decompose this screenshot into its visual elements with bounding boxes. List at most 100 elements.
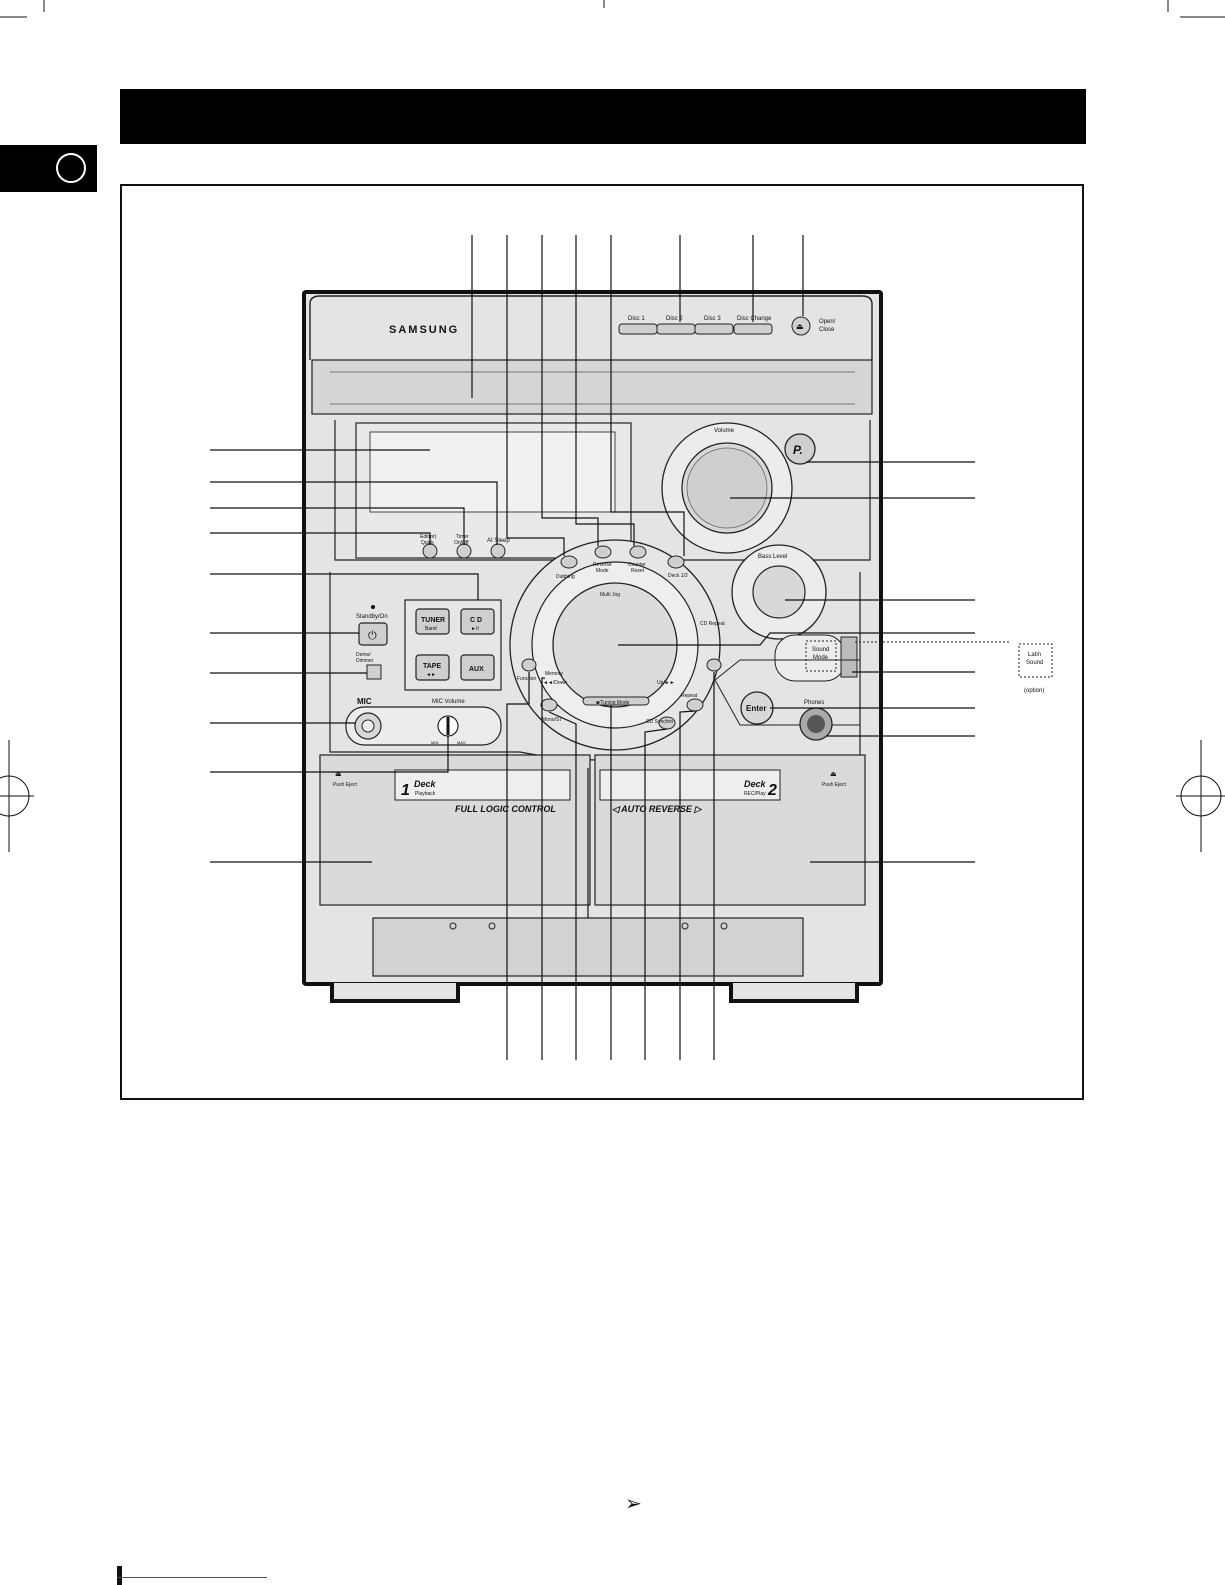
cd-play-label: ►II: [471, 626, 479, 632]
multi-jog-label: Multi Jog: [600, 592, 620, 598]
eject-icon: ⏏: [830, 771, 837, 778]
multi-jog-cluster: Multi Jog Dubbing Reverse Mode Counter R…: [509, 539, 725, 751]
cd-button[interactable]: [460, 608, 495, 635]
counter-reset-label-2: Reset: [631, 568, 645, 574]
bass-level-control: Bass Level: [731, 544, 827, 640]
disc1-label: Disc 1: [628, 316, 645, 322]
cd-repeat-button[interactable]: [706, 658, 722, 672]
language-tab: [0, 145, 97, 192]
left-controls: Standby/On ⏻ Demo/ Dimmer MIC MIC Volume…: [345, 605, 502, 746]
standby-button[interactable]: [358, 622, 388, 646]
enter-label: Enter: [746, 704, 766, 713]
repeat-label: Repeat: [681, 693, 698, 699]
mic-volume-label: MIC Volume: [432, 699, 465, 705]
dubbing-label: Dubbing: [556, 574, 575, 580]
disc-buttons: Disc 1 Disc 2 Disc 3 Disc Change ⏏ Open/…: [618, 316, 836, 336]
function-label: Function: [517, 676, 536, 682]
option-note: (option): [1024, 688, 1044, 694]
tape-dir-label: ◄►: [426, 672, 436, 678]
disc2-label: Disc 2: [666, 316, 683, 322]
bass-level-knob[interactable]: [752, 565, 806, 619]
tape-button[interactable]: [415, 654, 450, 681]
deck1-sub-label: Playback: [415, 791, 436, 797]
disc1-button[interactable]: [618, 323, 658, 335]
brand-logo: SAMSUNG: [389, 324, 459, 336]
standby-label: Standby/On: [356, 614, 388, 620]
reverse-mode-label-2: Mode: [596, 568, 609, 574]
ai-sleep-label: AI Sleep: [487, 538, 510, 544]
volume-control: Volume P.: [661, 422, 816, 554]
disc-change-label: Disc Change: [737, 316, 772, 322]
sound-mode-label-2: Mode: [813, 655, 829, 661]
deck-labels: ⏏ Push Eject ⏏ Push Eject 1 Deck Playbac…: [333, 771, 847, 814]
function-button[interactable]: [521, 658, 537, 672]
psound-button[interactable]: [784, 433, 816, 465]
aux-button[interactable]: [460, 654, 495, 681]
open-close-label-2: Close: [819, 327, 835, 333]
edit-quick-button[interactable]: [422, 543, 438, 559]
cd-label: C D: [470, 617, 482, 624]
demo-dimmer-button[interactable]: [366, 664, 382, 680]
deck2-label: Deck: [744, 779, 767, 789]
max-label: MAX: [457, 740, 466, 745]
disc3-button[interactable]: [694, 323, 734, 335]
deck1-number: 1: [401, 782, 410, 799]
tuner-label: TUNER: [421, 617, 445, 624]
timer-label-2: On/Off: [454, 540, 469, 546]
ai-sleep-button[interactable]: [490, 543, 506, 559]
disc-change-button[interactable]: [733, 323, 773, 335]
registration-marks: [0, 0, 1225, 852]
open-close-button[interactable]: [791, 316, 811, 336]
timer-buttons: Edit(or) Quick Timer On/Off AI Sleep: [420, 534, 510, 559]
power-icon: ⏻: [368, 630, 377, 642]
reverse-mode-label-1: Reverse: [593, 562, 612, 568]
mono-st-label: Mono/ST: [542, 717, 562, 723]
sound-mode-label-1: Sound: [812, 647, 829, 653]
deck12-button[interactable]: [667, 555, 685, 569]
timer-onoff-button[interactable]: [456, 543, 472, 559]
mic-label: MIC: [357, 697, 372, 706]
counter-reset-button[interactable]: [629, 545, 647, 559]
push-eject-label-right: Push Eject: [822, 782, 847, 788]
reverse-mode-button[interactable]: [594, 545, 612, 559]
tuning-mode-label: ■/Tuning Mode: [596, 700, 630, 706]
callout-lines: [210, 235, 975, 1060]
cd-repeat-label: CD Repeat: [700, 621, 725, 627]
edit-quick-label-1: Edit(or): [420, 534, 437, 540]
tuner-button[interactable]: [415, 608, 450, 635]
demo-dimmer-label-2: Dimmer: [356, 658, 374, 664]
sound-mode-control: Sound Mode Latin Sound (option): [774, 634, 1053, 694]
timer-label-1: Timer: [456, 534, 469, 540]
min-label: MIN: [431, 740, 438, 745]
language-circle-icon: [56, 153, 86, 183]
eject-icon: ⏏: [796, 322, 804, 331]
psound-label: P.: [793, 443, 803, 457]
repeat-button[interactable]: [686, 698, 704, 712]
sound-mode-jog[interactable]: [840, 636, 858, 678]
disc2-button[interactable]: [656, 323, 696, 335]
dubbing-button[interactable]: [560, 555, 578, 569]
eject-icon: ⏏: [335, 771, 342, 778]
page-footer-rule: [117, 1577, 267, 1578]
push-eject-label-left: Push Eject: [333, 782, 358, 788]
page-footer-bar: [117, 1566, 122, 1585]
down-label: ◄◄/Down: [543, 680, 567, 686]
memory-label: Memory: [545, 671, 564, 677]
disc3-label: Disc 3: [704, 316, 721, 322]
tuning-mode-button[interactable]: [582, 696, 650, 706]
section-header-bar: [120, 89, 1086, 144]
deck2-sub-label: REC/Play: [744, 791, 766, 797]
function-selector: TUNER Band C D ►II TAPE ◄► AUX: [404, 599, 502, 691]
band-label: Band: [425, 626, 437, 632]
latin-sound-label-2: Sound: [1026, 660, 1043, 666]
full-logic-label: FULL LOGIC CONTROL: [455, 804, 556, 814]
up-label: Up/►►: [657, 680, 675, 686]
deck1-label: Deck: [414, 779, 437, 789]
deck12-label: Deck 1/2: [668, 573, 688, 579]
next-page-arrow-icon: ➢: [625, 1493, 642, 1515]
figure-frame: [120, 184, 1084, 1100]
mono-st-button[interactable]: [540, 698, 558, 712]
demo-dimmer-label-1: Demo/: [356, 652, 371, 658]
counter-reset-label-1: Counter: [628, 562, 646, 568]
